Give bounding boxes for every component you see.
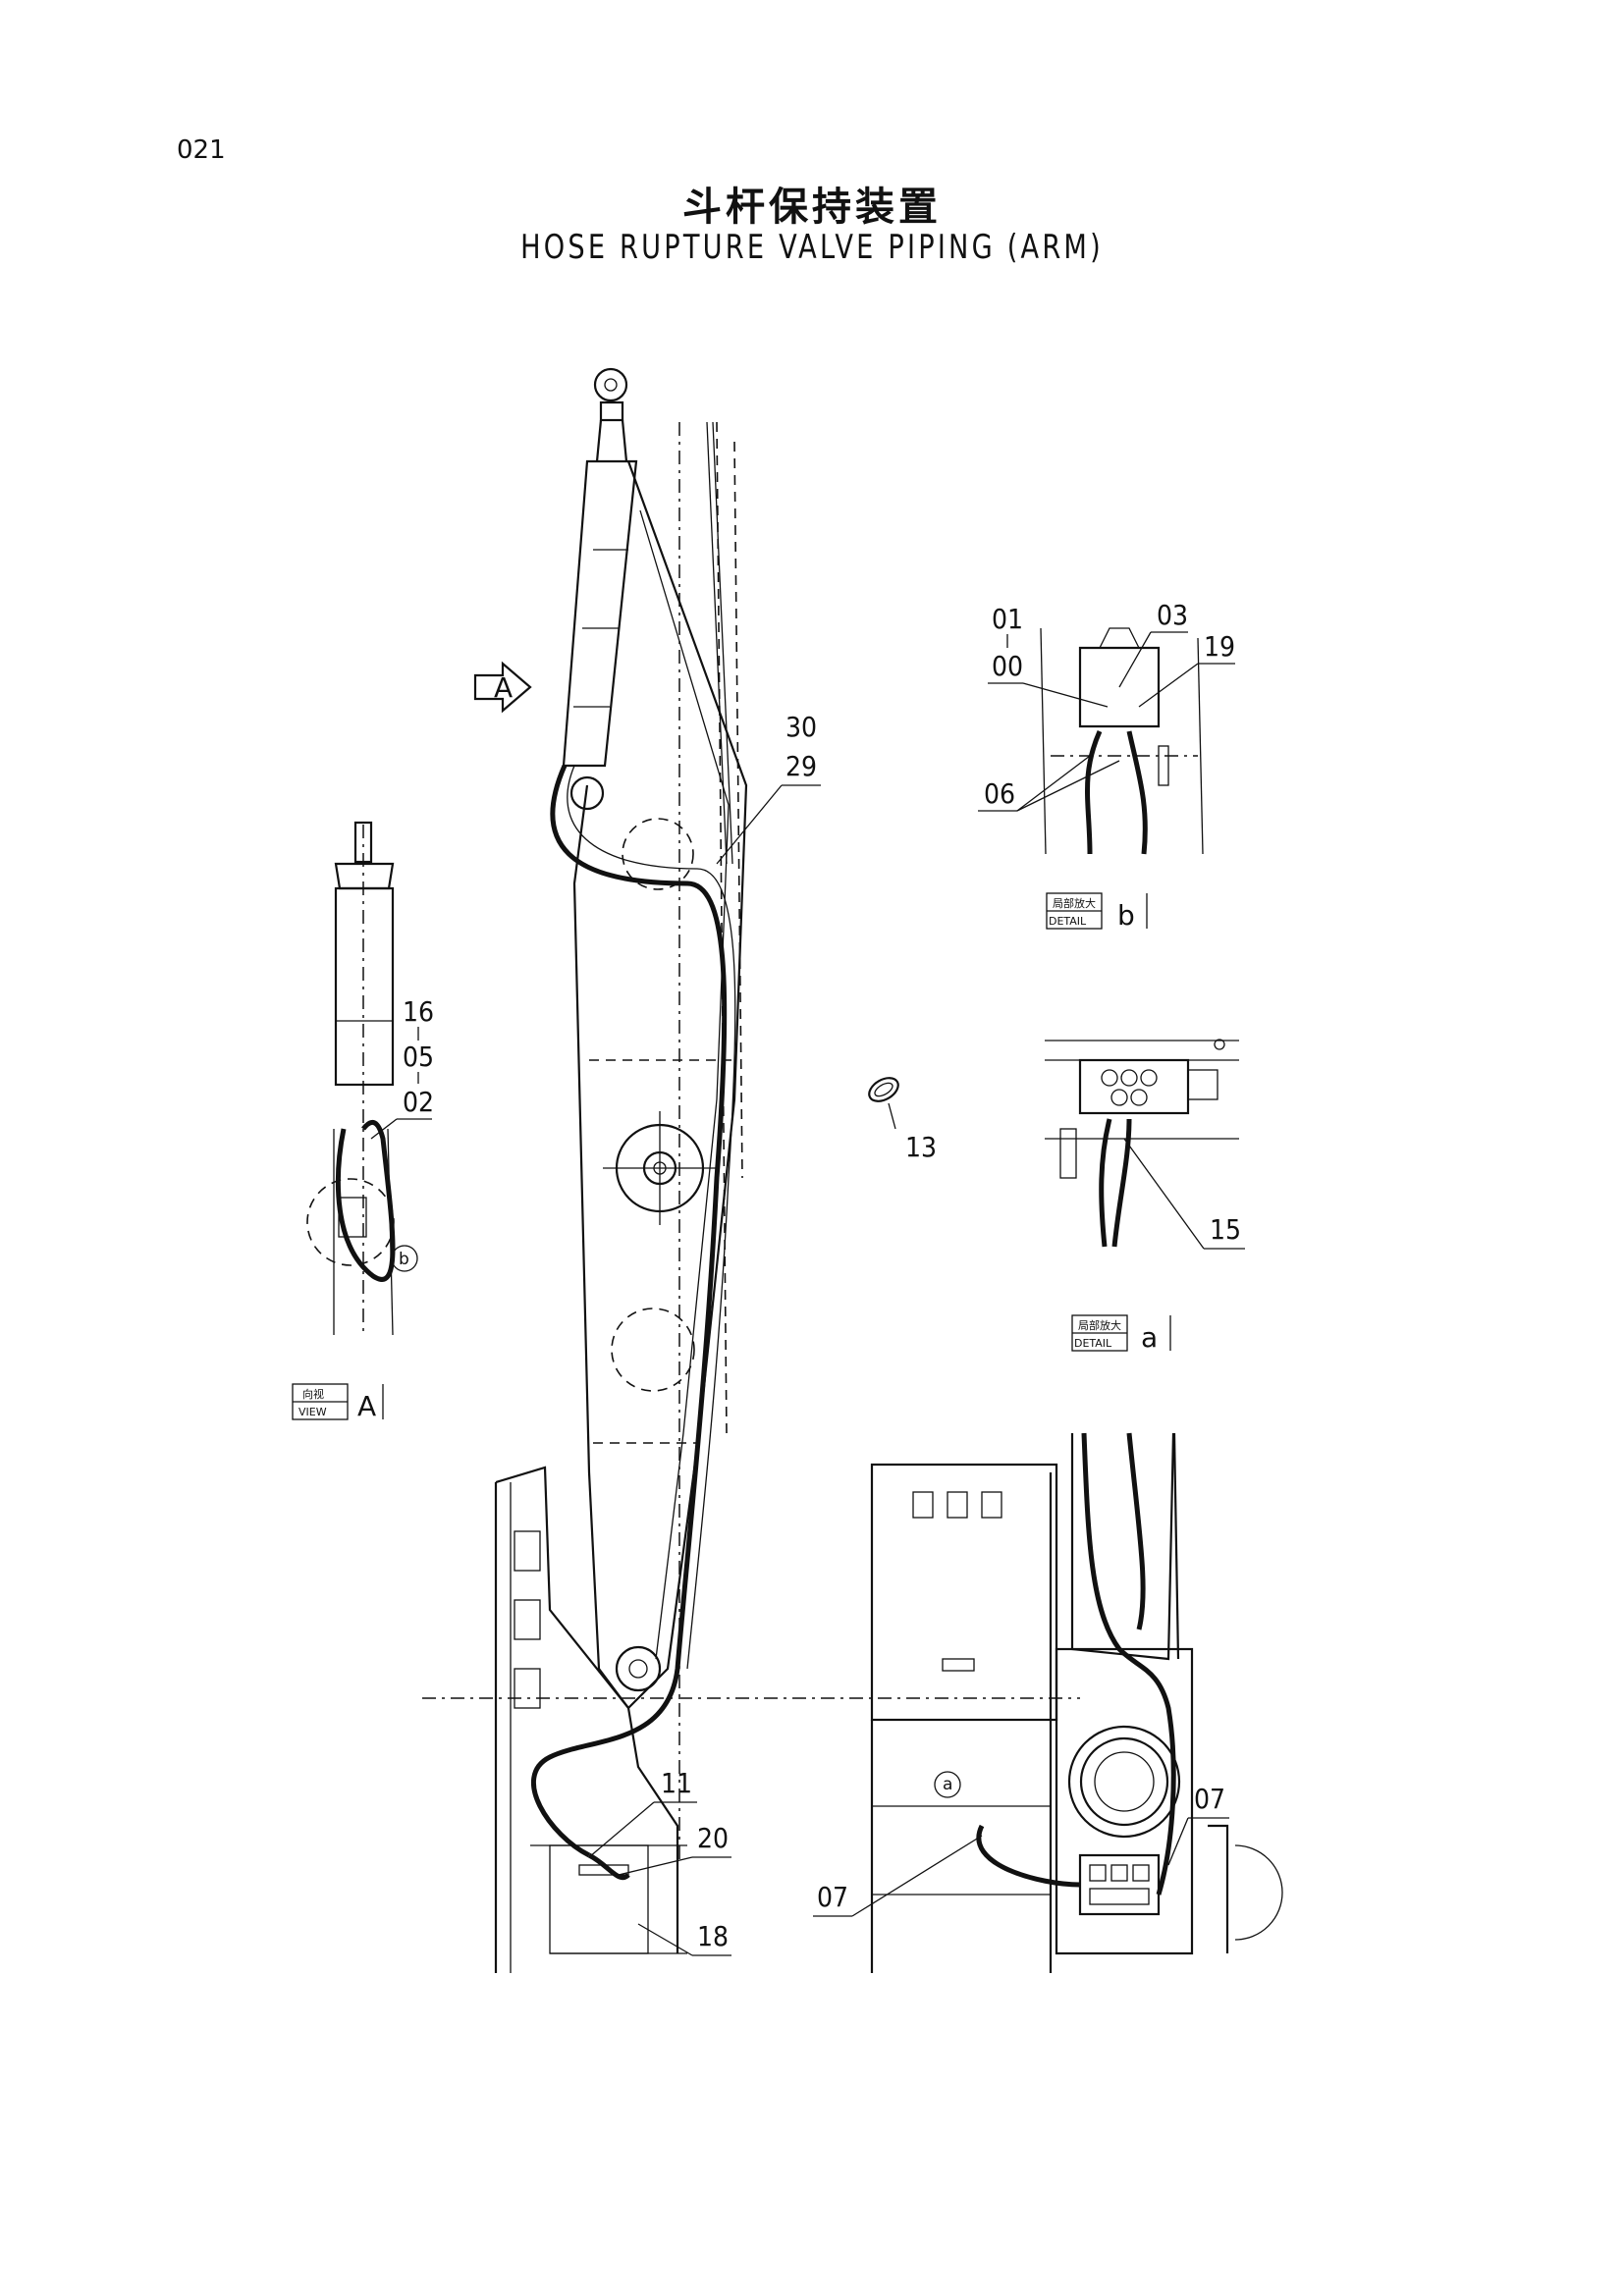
callout-06: 06	[984, 777, 1015, 810]
callout-19: 19	[1204, 630, 1235, 663]
callout-01: 01	[992, 603, 1023, 635]
callout-30: 30	[785, 711, 817, 743]
callout-18: 18	[697, 1920, 729, 1952]
detail-a-drawing: 15 局部放大 DETAIL a	[1045, 1039, 1245, 1354]
callout-15: 15	[1210, 1213, 1241, 1246]
callout-03: 03	[1157, 599, 1188, 631]
callout-11: 11	[661, 1767, 692, 1799]
drawing-title-chinese: 斗杆保持装置	[682, 185, 942, 230]
detail-b-marker-letter: b	[399, 1250, 409, 1269]
page-number: 021	[177, 135, 226, 165]
view-a-tag-letter: A	[357, 1390, 376, 1422]
callout-02: 02	[403, 1086, 434, 1118]
view-a-tag-top: 向视	[302, 1387, 324, 1401]
drawing-title-english: HOSE RUPTURE VALVE PIPING (ARM)	[520, 228, 1104, 267]
detail-b-drawing: 01 00 03 19 06 局部放大 DETAIL b	[978, 599, 1235, 932]
view-a-tag-bottom: VIEW	[298, 1406, 327, 1418]
detail-b-tag-bottom: DETAIL	[1049, 915, 1087, 928]
ring-part-13: 13	[868, 1077, 937, 1163]
view-a-cylinder: b 16 05 02 向视 VIEW A	[292, 821, 434, 1422]
callout-07-right: 07	[1194, 1783, 1225, 1815]
main-arm-drawing: A 30 29	[422, 367, 1080, 1865]
callout-20: 20	[697, 1822, 729, 1854]
callout-07-left: 07	[817, 1881, 848, 1913]
detail-a-tag-bottom: DETAIL	[1074, 1337, 1112, 1350]
detail-a-tag-top: 局部放大	[1078, 1318, 1121, 1332]
detail-a-tag-letter: a	[1141, 1321, 1158, 1354]
callout-29: 29	[785, 750, 817, 782]
detail-b-tag-top: 局部放大	[1053, 896, 1096, 910]
detail-b-tag-letter: b	[1117, 899, 1135, 932]
callout-13: 13	[905, 1131, 937, 1163]
callout-00: 00	[992, 650, 1023, 682]
callout-05: 05	[403, 1041, 434, 1073]
view-arrow-letter: A	[494, 671, 513, 704]
detail-a-marker-letter: a	[943, 1775, 952, 1794]
lower-right-frame-view: a 07 07	[813, 1432, 1283, 1973]
callout-16: 16	[403, 995, 434, 1028]
lower-left-boom-detail: 11 20 18	[494, 1466, 731, 1973]
